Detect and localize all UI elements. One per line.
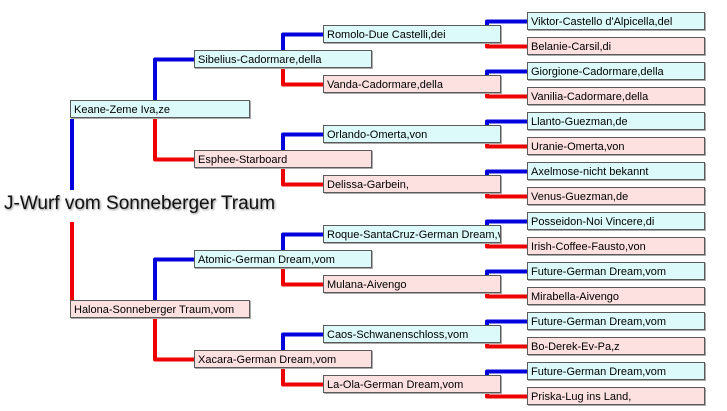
dam-connector — [485, 44, 527, 49]
dam-box-gen4[interactable]: Venus-Guezman,de — [527, 187, 705, 205]
dam-connector — [485, 394, 527, 399]
sire-box-gen3[interactable]: Caos-Schwanenschloss,vom — [323, 325, 501, 343]
dam-connector — [485, 244, 527, 249]
sire-box-gen4[interactable]: Viktor-Castello d'Alpicella,del — [527, 12, 705, 30]
litter-title: J-Wurf vom Sonneberger Traum — [4, 193, 276, 214]
sire-box-gen4[interactable]: Posseidon-Noi Vincere,di — [527, 212, 705, 230]
sire-connector — [281, 32, 323, 50]
sire-connector — [153, 57, 194, 100]
dam-box-gen3[interactable]: Delissa-Garbein, — [323, 175, 501, 193]
dam-connector — [281, 369, 323, 387]
dam-connector — [485, 144, 527, 149]
sire-box-gen4[interactable]: Future-German Dream,vom — [527, 312, 705, 330]
sire-connector — [153, 257, 194, 300]
dam-connector — [281, 69, 323, 87]
sire-connector — [485, 219, 527, 225]
dam-connector — [485, 294, 527, 299]
dam-box-gen4[interactable]: Priska-Lug ins Land, — [527, 387, 705, 405]
dam-box-gen4[interactable]: Mirabella-Aivengo — [527, 287, 705, 305]
dam-connector — [281, 269, 323, 287]
sire-connector — [281, 132, 323, 150]
dam-connector — [485, 194, 527, 199]
sire-box-gen3[interactable]: Roque-SantaCruz-German Dream,vom — [323, 225, 501, 243]
sire-connector — [485, 19, 527, 25]
sire-connector — [281, 232, 323, 250]
dam-connector — [281, 169, 323, 187]
dam-box-gen4[interactable]: Uranie-Omerta,von — [527, 137, 705, 155]
dam-box-gen3[interactable]: Vanda-Cadormare,della — [323, 75, 501, 93]
dam-box-gen4[interactable]: Irish-Coffee-Fausto,von — [527, 237, 705, 255]
sire-connector — [485, 119, 527, 125]
dam-box-gen2[interactable]: Esphee-Starboard — [194, 150, 372, 168]
sire-connector — [485, 169, 527, 175]
sire-box-gen4[interactable]: Giorgione-Cadormare,della — [527, 62, 705, 80]
dam-connector — [485, 344, 527, 349]
sire-box-gen4[interactable]: Future-German Dream,vom — [527, 362, 705, 380]
sire-box-gen4[interactable]: Llanto-Guezman,de — [527, 112, 705, 130]
sire-connector — [485, 69, 527, 75]
dam-box-gen3[interactable]: La-Ola-German Dream,vom — [323, 375, 501, 393]
sire-connector — [485, 369, 527, 375]
dam-box-gen4[interactable]: Vanilia-Cadormare,della — [527, 87, 705, 105]
sire-box-gen2[interactable]: Atomic-German Dream,vom — [194, 250, 372, 268]
dam-box-gen4[interactable]: Bo-Derek-Ev-Pa,z — [527, 337, 705, 355]
sire-box-gen3[interactable]: Romolo-Due Castelli,dei — [323, 25, 501, 43]
sire-box-gen1[interactable]: Keane-Zeme Iva,ze — [70, 100, 250, 118]
sire-box-gen4[interactable]: Axelmose-nicht bekannt — [527, 162, 705, 180]
sire-connector — [485, 319, 527, 325]
dam-connector — [153, 119, 194, 162]
sire-connector — [485, 269, 527, 275]
dam-box-gen4[interactable]: Belanie-Carsil,di — [527, 37, 705, 55]
dam-box-gen1[interactable]: Halona-Sonneberger Traum,vom — [70, 300, 250, 318]
dam-connector — [485, 94, 527, 99]
dam-box-gen3[interactable]: Mulana-Aivengo — [323, 275, 501, 293]
sire-connector — [281, 332, 323, 350]
sire-box-gen3[interactable]: Orlando-Omerta,von — [323, 125, 501, 143]
dam-box-gen2[interactable]: Xacara-German Dream,vom — [194, 350, 372, 368]
sire-box-gen4[interactable]: Future-German Dream,vom — [527, 262, 705, 280]
dam-connector — [153, 319, 194, 362]
sire-box-gen2[interactable]: Sibelius-Cadormare,della — [194, 50, 372, 68]
